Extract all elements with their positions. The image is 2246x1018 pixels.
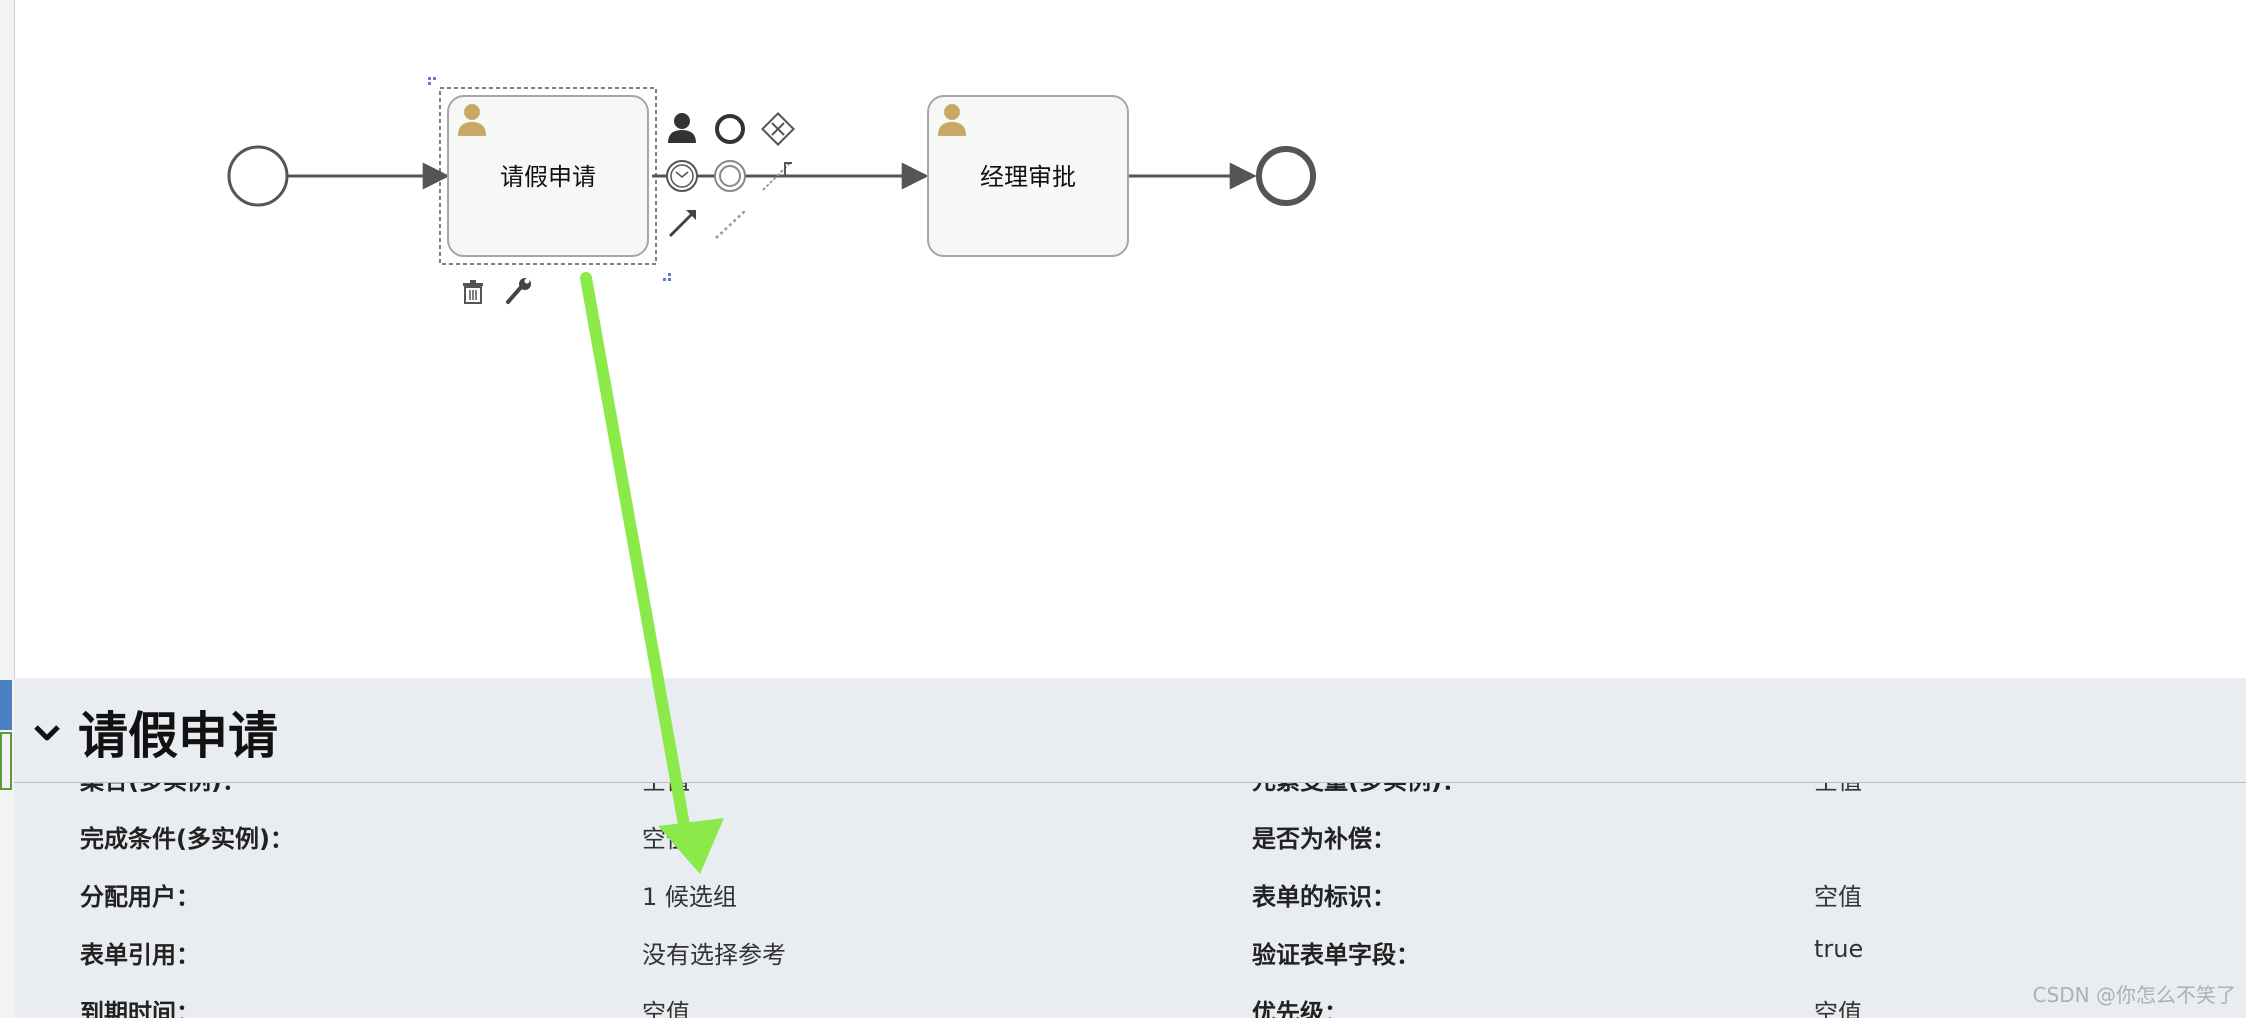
wrench-icon[interactable] <box>506 278 531 304</box>
end-event[interactable] <box>1256 146 1316 206</box>
connect-tool-icon[interactable] <box>668 210 696 238</box>
prop-value-right[interactable]: 空值 <box>1814 883 1862 911</box>
prop-label-right: 表单的标识： <box>1252 883 1396 911</box>
user-icon <box>458 104 486 136</box>
append-end-event-icon[interactable] <box>715 114 745 144</box>
append-user-task-icon[interactable] <box>668 113 696 143</box>
task-label-1: 请假申请 <box>500 163 596 191</box>
append-intermediate-event-icon[interactable] <box>666 160 698 192</box>
text-annotation-icon[interactable] <box>762 162 792 191</box>
append-boundary-event-icon[interactable] <box>714 160 746 192</box>
start-event[interactable] <box>227 145 289 207</box>
prop-value-right[interactable]: 空值 <box>1814 999 1862 1018</box>
prop-value-left[interactable]: 空值 <box>642 999 690 1018</box>
properties-header[interactable]: 请假申请 <box>14 678 2246 783</box>
trash-icon[interactable] <box>463 280 483 304</box>
prop-label-left: 到期时间： <box>80 999 200 1018</box>
prop-label-right: 优先级： <box>1252 999 1348 1018</box>
prop-label-right: 验证表单字段： <box>1252 941 1420 969</box>
prop-label-left: 分配用户： <box>80 883 200 911</box>
context-pad <box>463 112 795 304</box>
bpmn-canvas[interactable]: 请假申请 <box>0 0 2246 680</box>
task-leave-request[interactable]: 请假申请 <box>428 77 671 281</box>
properties-list: 集合(多实例)：空值元素变量(多实例)：空值完成条件(多实例)：空值是否为补偿：… <box>14 783 2246 1018</box>
properties-panel: 请假申请 集合(多实例)：空值元素变量(多实例)：空值完成条件(多实例)：空值是… <box>14 678 2246 1018</box>
prop-value-left[interactable]: 1 候选组 <box>642 883 737 911</box>
chevron-down-icon[interactable] <box>32 718 62 748</box>
prop-value-right[interactable]: 空值 <box>1814 783 1862 796</box>
association-tool-icon[interactable] <box>715 209 747 239</box>
prop-value-left[interactable]: 空值 <box>642 783 690 796</box>
task-manager-approval[interactable]: 经理审批 <box>927 95 1129 257</box>
watermark: CSDN @你怎么不笑了 <box>2032 983 2236 1007</box>
prop-label-left: 表单引用： <box>80 941 200 969</box>
prop-label-left: 完成条件(多实例)： <box>80 825 294 853</box>
prop-label-left: 集合(多实例)： <box>80 783 246 796</box>
append-gateway-icon[interactable] <box>761 112 795 146</box>
user-icon <box>938 104 966 136</box>
properties-title: 请假申请 <box>78 707 278 765</box>
prop-value-left[interactable]: 空值 <box>642 825 690 853</box>
prop-value-left[interactable]: 没有选择参考 <box>642 941 786 969</box>
task-label-2: 经理审批 <box>980 163 1076 191</box>
prop-label-right: 元素变量(多实例)： <box>1252 783 1466 796</box>
left-panel-tab[interactable] <box>0 680 12 730</box>
prop-value-right[interactable]: true <box>1814 935 1864 963</box>
left-panel-tab-outline[interactable] <box>0 732 12 790</box>
selection-corner-top-left <box>428 77 436 85</box>
selection-corner-bottom-right <box>663 273 671 281</box>
prop-label-right: 是否为补偿： <box>1252 825 1396 853</box>
